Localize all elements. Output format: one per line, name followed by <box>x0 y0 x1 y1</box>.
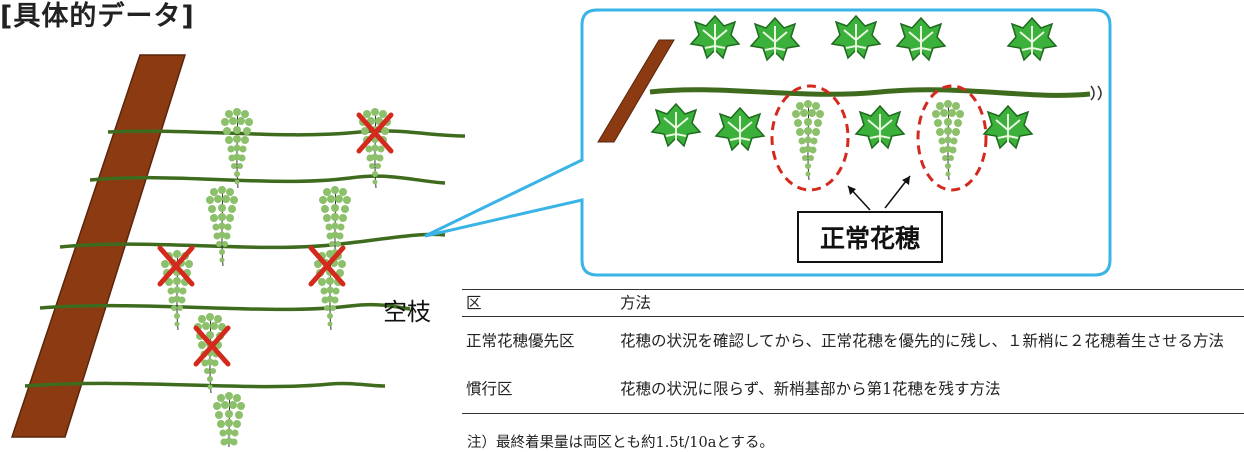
callout-trunk <box>597 39 675 143</box>
table-row: 正常花穂優先区 花穂の状況を確認してから、正常花穂を優先的に残し、１新梢に２花穂… <box>462 317 1244 366</box>
zone-cell: 慣行区 <box>466 379 513 398</box>
flower-cluster <box>212 391 246 447</box>
method-cell: 花穂の状況に限らず、新梢基部から第1花穂を残す方法 <box>620 379 1001 398</box>
table-header-row: 区 方法 <box>462 289 1244 317</box>
callout-bubble <box>424 8 1112 277</box>
break-mark <box>1090 85 1102 101</box>
page-heading: [具体的データ] <box>0 1 195 32</box>
empty-shoot-label: 空枝 <box>383 298 431 326</box>
flower-cluster <box>220 107 254 189</box>
method-cell: 花穂の状況を確認してから、正常花穂を優先的に残し、１新梢に２花穂着生させる方法 <box>620 331 1225 350</box>
footnote: 注）最終着果量は両区とも約1.5t/10aとする。 <box>467 435 774 451</box>
zone-cell: 正常花穂優先区 <box>466 331 575 350</box>
normal-cluster-label: 正常花穂 <box>797 211 943 263</box>
shoot-1 <box>107 129 466 138</box>
flower-cluster <box>205 185 239 267</box>
table-row: 慣行区 花穂の状況に限らず、新梢基部から第1花穂を残す方法 <box>462 365 1244 414</box>
column-header-zone: 区 <box>466 293 482 312</box>
method-table: 区 方法 正常花穂優先区 花穂の状況を確認してから、正常花穂を優先的に残し、１新… <box>462 289 1244 414</box>
shoot-2 <box>89 174 446 185</box>
column-header-method: 方法 <box>620 293 652 312</box>
callout-shoot <box>649 87 1091 98</box>
shoot-5 <box>24 381 386 389</box>
dashed-circle <box>916 84 988 192</box>
dashed-circle <box>770 84 850 192</box>
shoot-4 <box>39 302 411 312</box>
